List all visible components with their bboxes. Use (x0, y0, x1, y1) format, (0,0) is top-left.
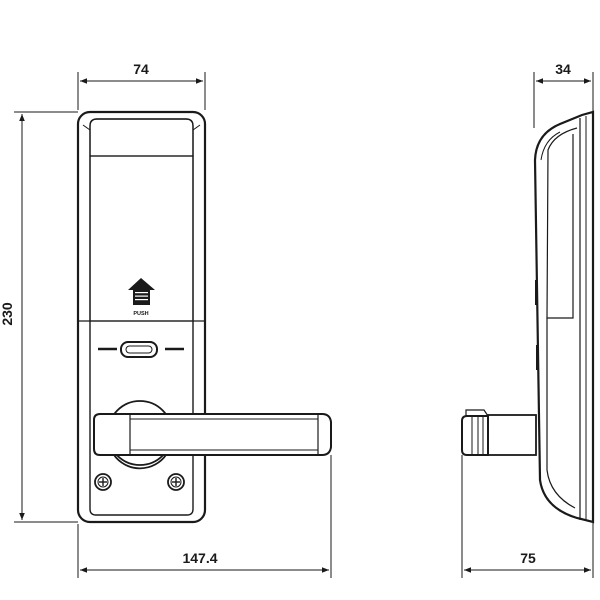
screw-right (167, 473, 185, 491)
lever-handle (93, 413, 332, 456)
push-label: PUSH (133, 311, 148, 317)
dimension-230-label: 230 (0, 302, 15, 326)
side-body-outline (533, 110, 595, 524)
dimension-34-label: 34 (555, 61, 571, 77)
push-arrow-icon (128, 278, 155, 305)
front-view: PUSH (76, 110, 332, 524)
handle-shaft (487, 414, 537, 456)
dimension-74-label: 74 (133, 61, 149, 77)
handle-end-cap (461, 415, 489, 456)
dimension-74 (77, 72, 206, 110)
front-outer-body (76, 110, 207, 524)
dimension-230 (14, 111, 78, 523)
dimension-147-4 (77, 455, 332, 578)
side-view (461, 110, 595, 524)
dimension-75-label: 75 (520, 550, 536, 566)
fingerprint-window (120, 341, 158, 358)
dimension-34 (533, 72, 594, 128)
screw-left (94, 473, 112, 491)
dimension-147-4-label: 147.4 (182, 550, 217, 566)
dimension-75 (461, 455, 594, 578)
